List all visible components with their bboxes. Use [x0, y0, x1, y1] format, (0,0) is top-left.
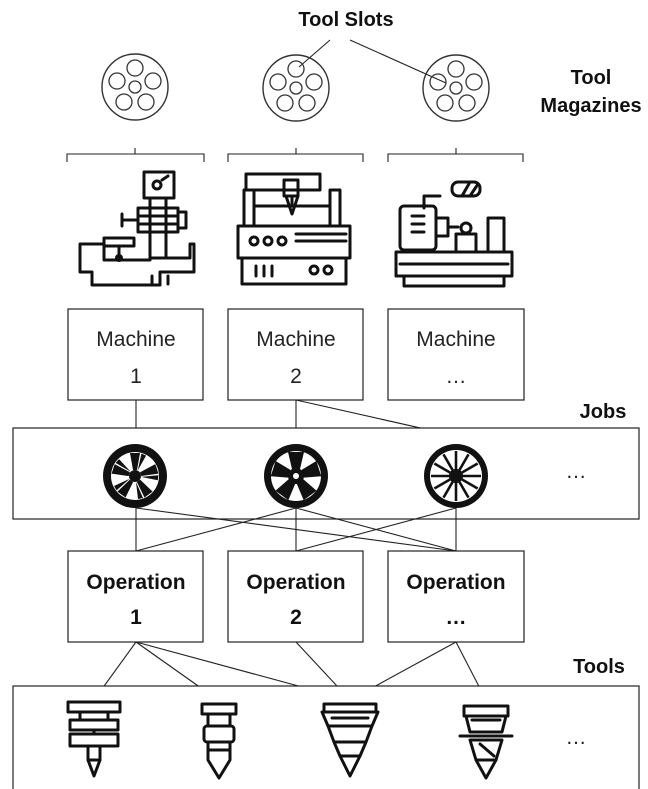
- magazine-bracket: [387, 148, 524, 162]
- tool-slot-pointer-line: [349, 39, 447, 84]
- machine-1-label: Machine: [96, 328, 175, 351]
- jobs-more-ellipsis: …: [566, 460, 587, 483]
- operation-2-label: Operation: [246, 571, 345, 594]
- milling-machine-icon: [78, 170, 196, 287]
- operation-box-more[interactable]: [387, 550, 525, 643]
- tools-label: Tools: [573, 656, 625, 678]
- wheel-rim-icon: [424, 444, 488, 508]
- tool-magazines-label-line2: Magazines: [540, 95, 641, 117]
- tool-magazine-icon: [262, 54, 330, 122]
- machine-2-number: 2: [290, 365, 302, 388]
- jobs-label: Jobs: [580, 401, 627, 423]
- machine-2-label: Machine: [256, 328, 335, 351]
- tool-holder-icon: [200, 702, 238, 780]
- tool-slots-label: Tool Slots: [298, 9, 393, 31]
- cnc-router-icon: [236, 172, 352, 286]
- machine-more-number: …: [446, 365, 467, 388]
- operation-1-number: 1: [130, 606, 142, 629]
- operation-1-label: Operation: [86, 571, 185, 594]
- drill-bit-icon: [458, 704, 514, 780]
- tools-more-ellipsis: …: [566, 726, 587, 749]
- drill-bit-icon: [320, 702, 380, 778]
- operation-box-2[interactable]: [227, 550, 364, 643]
- tool-holder-icon: [66, 700, 122, 778]
- job-operation-link: [295, 507, 457, 552]
- lathe-icon: [394, 180, 514, 288]
- operation-more-label: Operation: [406, 571, 505, 594]
- operation-box-1[interactable]: [67, 550, 204, 643]
- job-operation-link: [135, 507, 297, 552]
- tool-magazines-label-line1: Tool: [571, 67, 612, 89]
- magazine-bracket: [227, 148, 364, 162]
- tool-magazine-icon: [101, 53, 169, 121]
- machine-box-more[interactable]: [387, 308, 525, 401]
- operation-2-number: 2: [290, 606, 302, 629]
- machine-1-number: 1: [130, 365, 142, 388]
- operation-more-number: …: [446, 606, 467, 629]
- wheel-rim-icon: [103, 444, 167, 508]
- wheel-rim-icon: [264, 444, 328, 508]
- magazine-bracket: [66, 148, 205, 162]
- tool-slot-pointer-line: [298, 39, 331, 68]
- tool-magazine-icon: [422, 54, 490, 122]
- machine-more-label: Machine: [416, 328, 495, 351]
- machine-box-2[interactable]: [227, 308, 364, 401]
